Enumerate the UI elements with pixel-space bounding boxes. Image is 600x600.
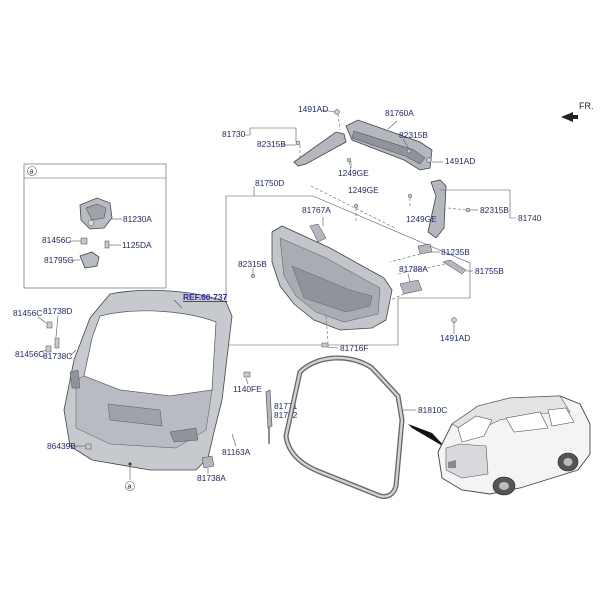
vehicle-rear-window (457, 415, 493, 443)
label-1140FE: 1140FE (233, 384, 262, 394)
label-81730: 81730 (222, 129, 246, 139)
pad-81788A-part (399, 279, 423, 295)
callout-letter-bottom: a (128, 484, 132, 491)
label-81456C-b: 81456C (13, 308, 42, 318)
front-direction-indicator: FR. (561, 101, 594, 122)
label-86439B: 86439B (47, 441, 76, 451)
label-82315B-right: 82315B (399, 130, 428, 140)
label-81772: 81772 (274, 410, 298, 420)
label-81810C: 81810C (418, 405, 447, 415)
trim-panel-box-border (225, 195, 471, 346)
label-81788A: 81788A (399, 264, 428, 274)
label-1491AD-low: 1491AD (440, 333, 470, 343)
label-81750D: 81750D (255, 178, 284, 188)
label-81230A: 81230A (123, 214, 152, 224)
spoiler-group (293, 109, 471, 239)
label-1249GE-c: 1249GE (406, 214, 437, 224)
label-1249GE-b: 1249GE (348, 185, 379, 195)
label-81716F: 81716F (340, 343, 368, 353)
label-81771: 81771 (274, 401, 298, 411)
label-81755B: 81755B (475, 266, 504, 276)
spoiler-right-garnish-part (427, 179, 447, 239)
front-arrow-icon (561, 112, 578, 122)
label-81740: 81740 (518, 213, 542, 223)
tail-lamp-right (169, 427, 199, 443)
label-1491AD-right: 1491AD (445, 156, 475, 166)
label-81738C: 81738C (43, 351, 72, 361)
bracket-81235B-part (417, 243, 433, 255)
strip-81755B-part (442, 259, 467, 275)
label-81456C-c: 81456C (15, 349, 44, 359)
label-81235B: 81235B (441, 247, 470, 257)
screw-part (80, 237, 88, 245)
bolt-part (104, 240, 110, 249)
gas-strut-81771-part (265, 389, 273, 429)
label-1249GE-a: 1249GE (338, 168, 369, 178)
front-direction-label: FR. (579, 101, 594, 111)
label-81738A: 81738A (197, 473, 226, 483)
detail-box-border (23, 163, 167, 289)
bumper-81738A-part (201, 455, 215, 469)
reference-link[interactable]: REF.60-737 (183, 292, 228, 302)
label-81767A: 81767A (302, 205, 331, 215)
strut-group: 1140FE 81771 81772 81163A 81738A (197, 371, 298, 483)
callout-letter: a (30, 169, 34, 176)
label-1125DA: 1125DA (122, 240, 152, 250)
label-1491AD-top: 1491AD (298, 104, 328, 114)
weatherstrip-group: 81810C (283, 355, 447, 499)
label-81795G: 81795G (44, 255, 74, 265)
callout-circle-icon (27, 166, 37, 176)
tailgate-glass-opening (83, 310, 217, 397)
pointer-wedge (408, 424, 446, 448)
label-82315B-low: 82315B (238, 259, 267, 269)
weatherstrip-81810C-part (283, 355, 405, 499)
latch-cover-part (79, 251, 100, 269)
label-81760A: 81760A (385, 108, 414, 118)
clip-81767A-part (309, 223, 327, 243)
callout-circle-icon (125, 481, 135, 491)
trim-panel-box: 81750D 81767A 81235B 82315B 81788A 81755… (225, 178, 504, 353)
label-82315B-mid: 82315B (480, 205, 509, 215)
label-81163A: 81163A (222, 447, 251, 457)
label-82315B-left: 82315B (257, 139, 286, 149)
license-plate-area (107, 403, 163, 427)
spoiler-left-garnish-part (293, 131, 347, 167)
label-81738D: 81738D (43, 306, 72, 316)
detail-box-a: a 81230A 81456C 1125DA 81795G (23, 163, 167, 289)
tailgate-group: a REF.60-737 (63, 289, 233, 491)
label-81456C-a: 81456C (42, 235, 71, 245)
tail-lamp-left (69, 369, 81, 389)
vehicle-illustration (437, 395, 591, 496)
